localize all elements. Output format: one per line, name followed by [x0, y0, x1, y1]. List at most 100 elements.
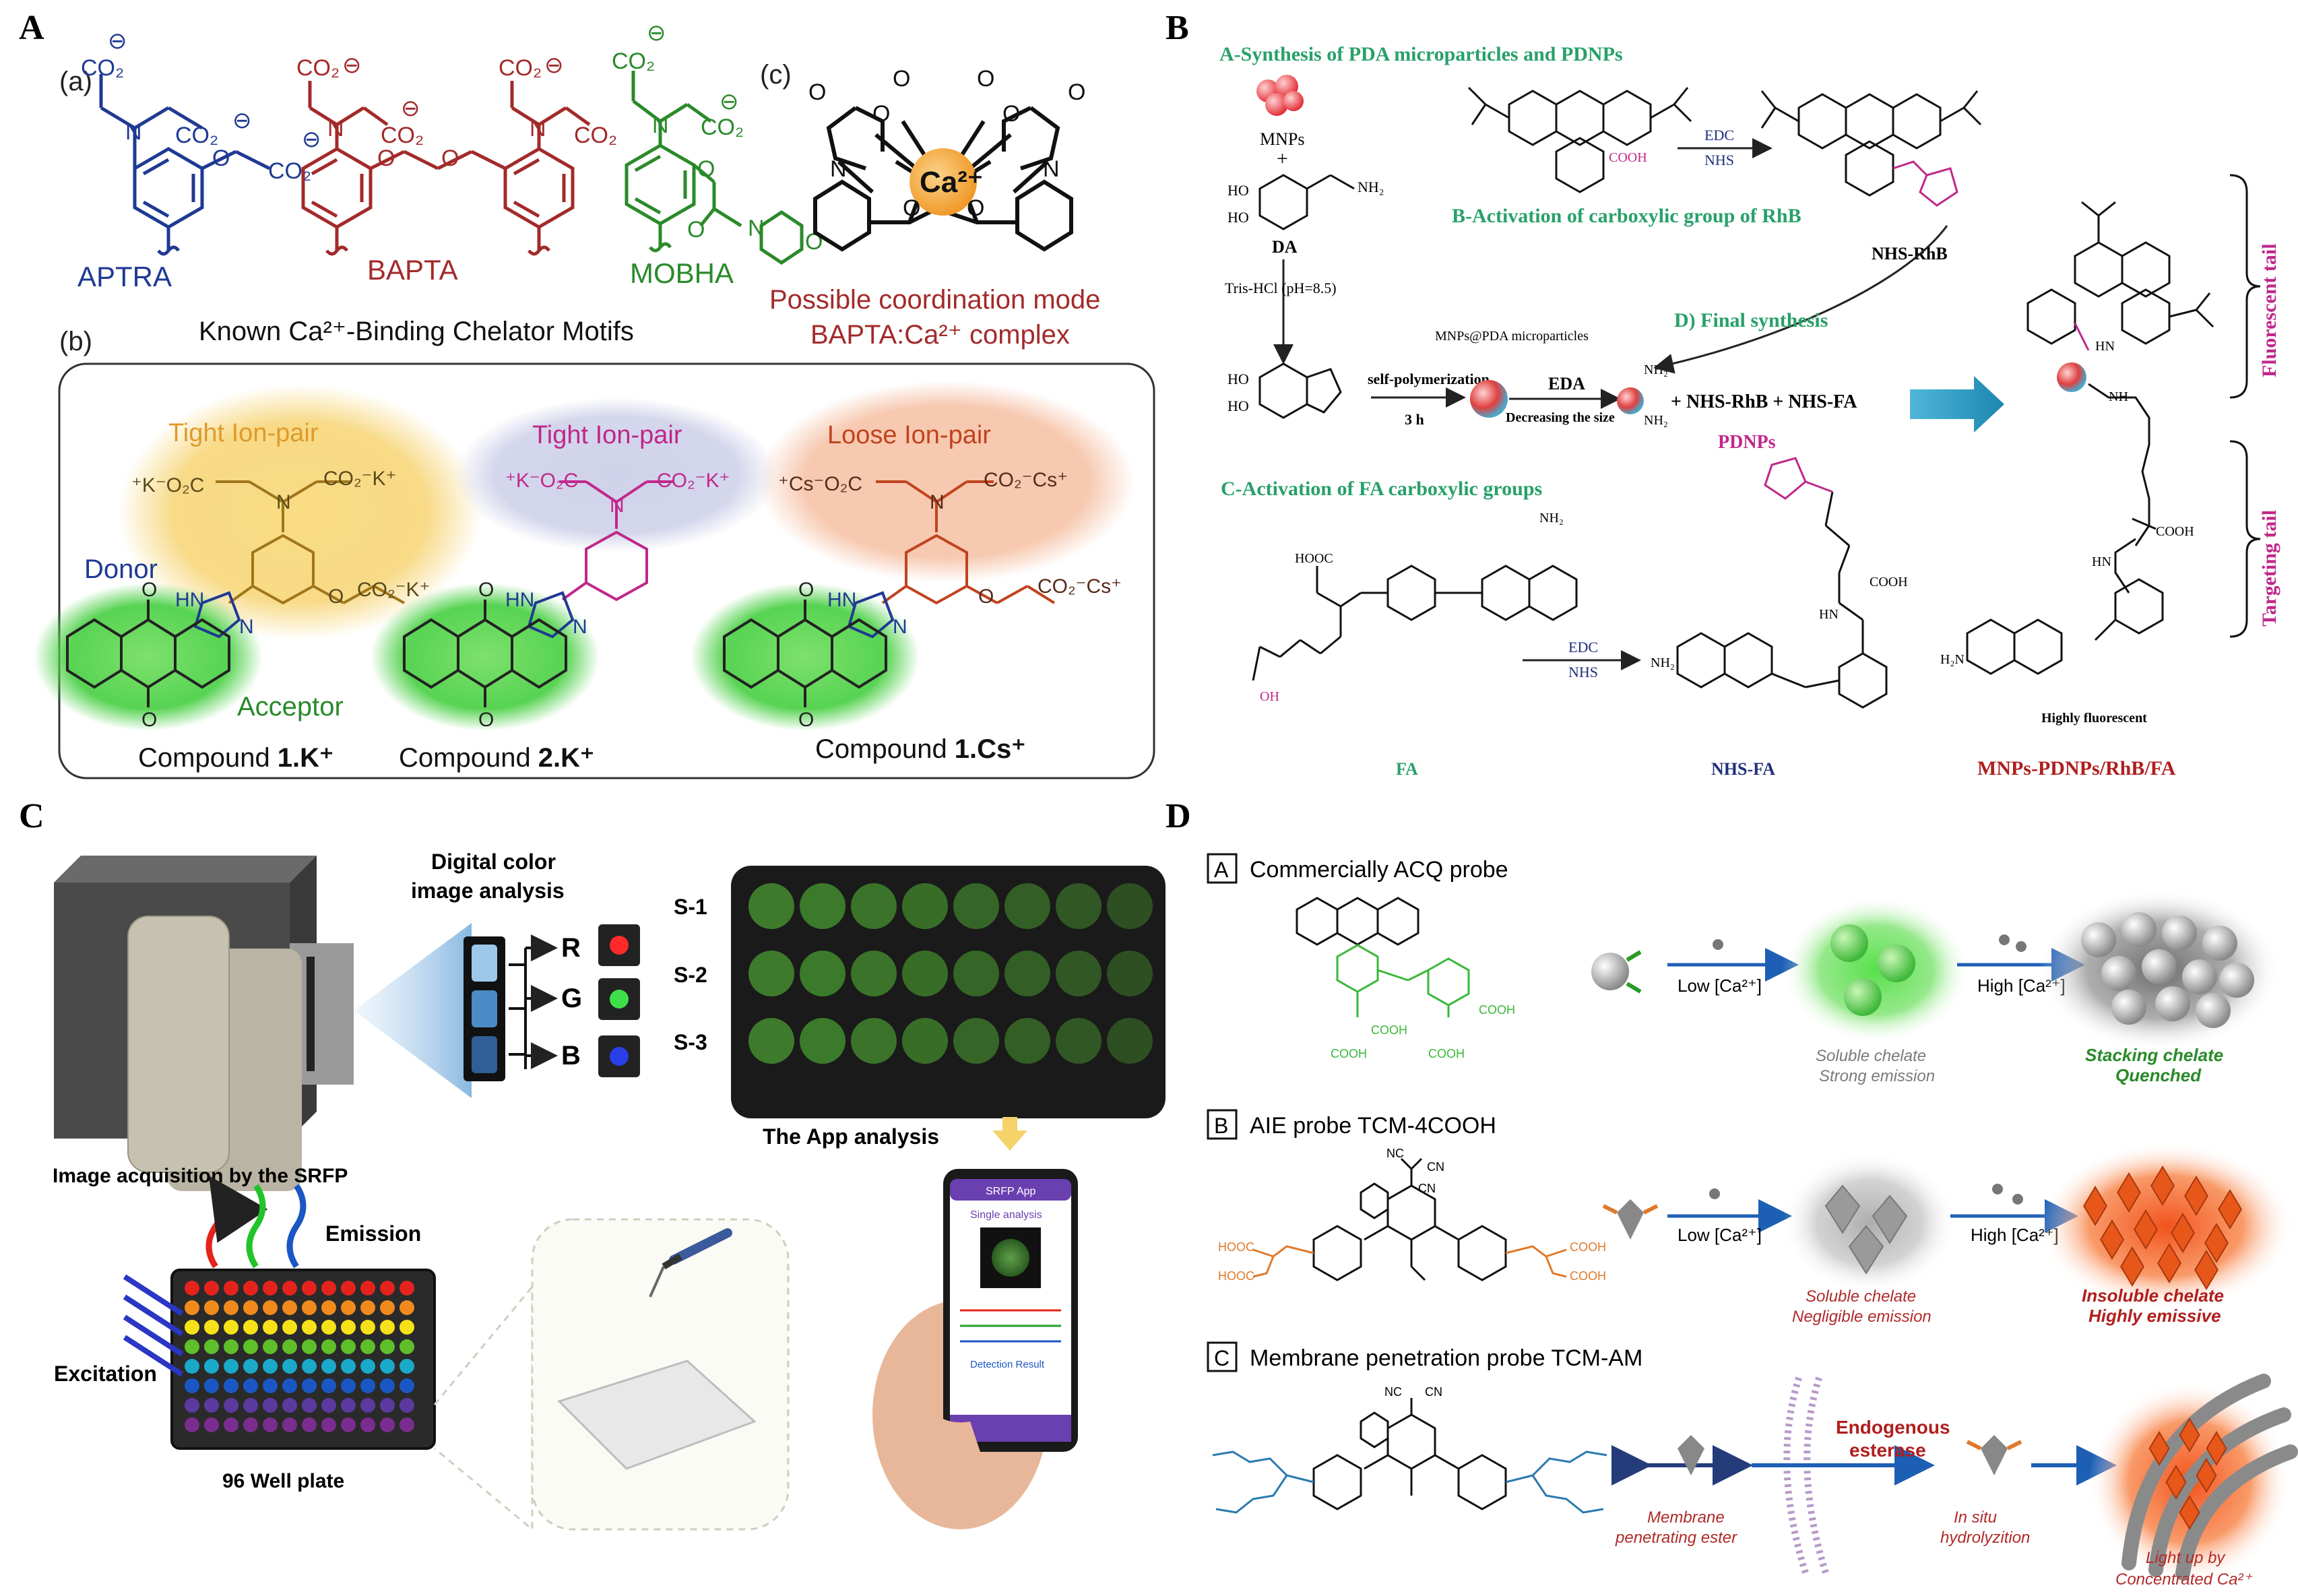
- smartphone: SRFP App Single analysis Detection Resul…: [872, 1169, 1078, 1529]
- plate-well: [282, 1398, 297, 1413]
- plate-well: [263, 1300, 278, 1315]
- donor-label: Donor: [84, 554, 158, 584]
- chelate-crystal: [2148, 1431, 2170, 1466]
- tcm-am-structure: [1312, 1398, 1507, 1510]
- light-up-label-2: Concentrated Ca²⁺: [2115, 1570, 2253, 1589]
- compound-1cs-structure: ⁺Cs⁻O₂C CO₂⁻Cs⁺ N O CO₂⁻Cs⁺ HN N O O: [723, 469, 1122, 731]
- self-polymerization-label: self-polymerization: [1368, 371, 1490, 387]
- plate-well: [224, 1378, 238, 1393]
- svg-text:CO₂: CO₂: [175, 123, 218, 148]
- plate-well: [204, 1339, 219, 1354]
- plate-well: [204, 1359, 219, 1374]
- product-rhb-part: [2026, 201, 2214, 345]
- product-label: MNPs-PDNPs/RhB/FA: [1977, 757, 2176, 779]
- svg-text:SRFP App: SRFP App: [986, 1186, 1036, 1197]
- plate-well: [263, 1320, 278, 1335]
- hours-label: 3 h: [1405, 411, 1424, 428]
- well: [800, 1018, 845, 1064]
- svg-text:NH₂: NH₂: [1651, 656, 1675, 670]
- mobha-labels: CO₂ ⊖ N CO₂ ⊖ O O N O MOBHA: [612, 20, 823, 289]
- svg-text:H₂N: H₂N: [1940, 652, 1965, 667]
- svg-text:NC: NC: [1386, 1147, 1404, 1160]
- title-acq: Commercially ACQ probe: [1250, 857, 1508, 883]
- svg-text:CO₂⁻Cs⁺: CO₂⁻Cs⁺: [984, 469, 1068, 491]
- calcium-ion: [909, 148, 977, 216]
- plate-well: [341, 1417, 356, 1432]
- svg-text:COOH: COOH: [2156, 524, 2194, 539]
- svg-text:O: O: [328, 585, 344, 608]
- chelate-crystal: [2134, 1209, 2158, 1250]
- membrane-ester-label-2: penetrating ester: [1615, 1529, 1737, 1547]
- svg-text:O: O: [478, 709, 494, 731]
- svg-text:N: N: [830, 156, 847, 182]
- srfp-device: [54, 856, 354, 1191]
- mobha-label: MOBHA: [630, 257, 734, 289]
- svg-text:⁺K⁻O₂C: ⁺K⁻O₂C: [131, 474, 204, 497]
- well: [1107, 883, 1153, 929]
- stacked-chelate: [2101, 956, 2136, 991]
- plate-well: [204, 1378, 219, 1393]
- highly-emissive-label: Highly emissive: [2088, 1306, 2221, 1326]
- svg-text:COOH: COOH: [1371, 1023, 1407, 1037]
- svg-text:CN: CN: [1418, 1182, 1436, 1195]
- da-label: DA: [1272, 237, 1298, 257]
- aptra-structure: [99, 74, 271, 256]
- chelate-crystal: [2196, 1458, 2217, 1493]
- chelate-crystal: [2179, 1417, 2200, 1453]
- plate-well: [185, 1398, 199, 1413]
- calcium-ion-label: Ca²⁺: [920, 166, 983, 199]
- well: [800, 951, 845, 996]
- svg-text:HN: HN: [827, 589, 856, 611]
- small-plate: [557, 1360, 757, 1470]
- tcm-am-arms: [1212, 1450, 1607, 1514]
- svg-text:O: O: [212, 146, 230, 171]
- svg-text:HO: HO: [1227, 182, 1249, 199]
- aptra-labels: CO₂ ⊖ N CO₂ ⊖ O CO₂ ⊖ APTRA: [77, 28, 321, 292]
- svg-text:HN: HN: [175, 589, 204, 611]
- plate-well: [185, 1281, 199, 1296]
- plate-well: [263, 1398, 278, 1413]
- svg-text:O: O: [1002, 101, 1020, 127]
- tris-label: Tris-HCl (pH=8.5): [1225, 280, 1337, 296]
- plate-well: [400, 1398, 414, 1413]
- well: [851, 1018, 897, 1064]
- plate-well: [185, 1339, 199, 1354]
- svg-text:HOOC: HOOC: [1218, 1240, 1254, 1254]
- plate-well: [282, 1378, 297, 1393]
- step-c-label: C-Activation of FA carboxylic groups: [1221, 478, 1542, 500]
- chelate-crystal: [2150, 1166, 2175, 1206]
- nhs-rhb-ester: [1892, 160, 1958, 207]
- svg-text:⊖: ⊖: [720, 89, 739, 115]
- chelate-crystal: [2194, 1250, 2219, 1290]
- svg-text:N: N: [327, 116, 344, 141]
- well: [1056, 1018, 1102, 1064]
- emission-arrow-blue: [286, 1184, 307, 1269]
- plate-well: [204, 1417, 219, 1432]
- svg-text:EDC: EDC: [1568, 639, 1598, 656]
- well: [953, 1018, 999, 1064]
- plate-well: [185, 1378, 199, 1393]
- plate-well: [341, 1398, 356, 1413]
- plate-well: [341, 1378, 356, 1393]
- well: [953, 883, 999, 929]
- svg-text:CO₂⁻K⁺: CO₂⁻K⁺: [357, 579, 430, 601]
- svg-text:⁺Cs⁻O₂C: ⁺Cs⁻O₂C: [778, 473, 862, 495]
- fa-structure: [1252, 565, 1578, 681]
- svg-text:⊖: ⊖: [108, 28, 127, 54]
- svg-text:CO₂: CO₂: [81, 55, 124, 81]
- box-b: [1207, 1109, 1238, 1140]
- well-grid: [748, 883, 1153, 1064]
- stacked-chelate: [2142, 949, 2177, 984]
- soluble-chelate-2: Soluble chelate: [1806, 1287, 1916, 1306]
- sub-label-b: (b): [59, 327, 92, 356]
- reagents-line: + NHS-RhB + NHS-FA: [1671, 391, 1857, 412]
- plate-well: [321, 1359, 336, 1374]
- tight-ion-pair-glow-1: [118, 384, 482, 640]
- panel-c: C Digital color image analysis R G B: [19, 797, 1166, 1532]
- plate-well: [224, 1398, 238, 1413]
- esterase-label: esterase: [1849, 1440, 1926, 1461]
- plate-well: [360, 1281, 375, 1296]
- well: [902, 951, 948, 996]
- pipette: [649, 1228, 732, 1298]
